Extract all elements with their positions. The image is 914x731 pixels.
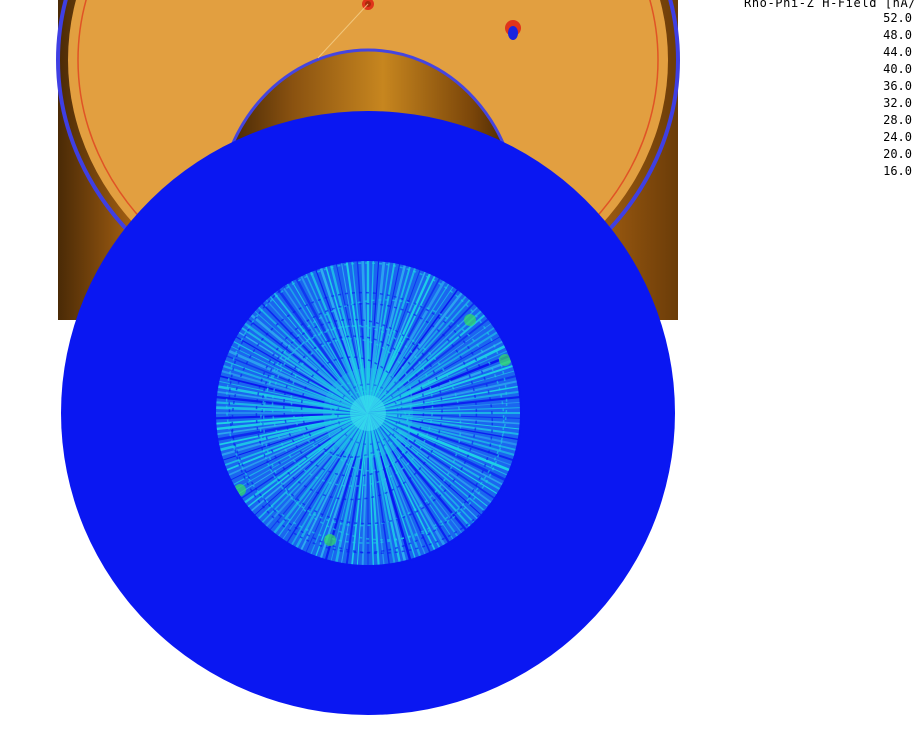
legend-value: 16.0 <box>883 164 912 178</box>
legend-value: 52.0 <box>883 11 912 25</box>
legend-value: 36.0 <box>883 79 912 93</box>
legend-value: 40.0 <box>883 62 912 76</box>
legend-value: 28.0 <box>883 113 912 127</box>
probe-markers <box>317 0 521 59</box>
legend-value: 48.0 <box>883 28 912 42</box>
legend-value: 44.0 <box>883 45 912 59</box>
color-legend: Rho-Phi-Z H-Field [nA/ 52.0 48.0 44.0 40… <box>744 0 914 180</box>
legend-value: 24.0 <box>883 130 912 144</box>
legend-value: 20.0 <box>883 147 912 161</box>
legend-value: 32.0 <box>883 96 912 110</box>
legend-title: Rho-Phi-Z H-Field [nA/ <box>744 0 914 10</box>
port-field-pattern <box>215 260 521 566</box>
legend-values: 52.0 48.0 44.0 40.0 36.0 32.0 28.0 24.0 … <box>744 10 914 180</box>
port-boundary <box>214 259 522 567</box>
